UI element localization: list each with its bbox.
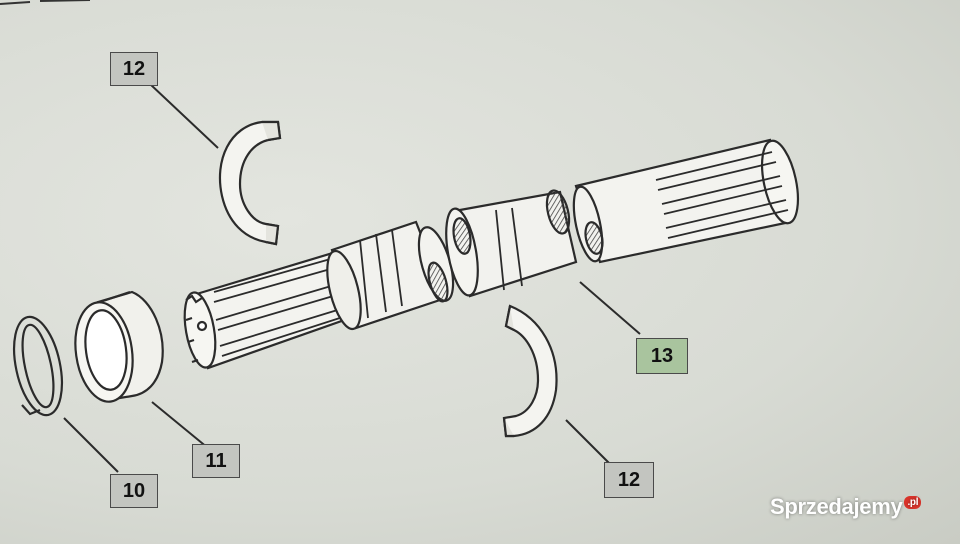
coupling-sleeve-part-13 [445, 189, 578, 298]
splined-shaft-right [572, 138, 800, 264]
half-ring-part-12-bottom [502, 304, 558, 438]
watermark-brand: Sprzedajemy [770, 494, 903, 519]
leader-line-11 [151, 401, 209, 449]
border-fragment [0, 0, 91, 5]
callout-12-top: 12 [110, 52, 158, 86]
callout-13: 13 [636, 338, 688, 374]
watermark-logo: Sprzedajemy.pl [770, 494, 922, 520]
leader-line-12-bottom [565, 419, 613, 467]
callout-10: 10 [110, 474, 158, 508]
bushing-part-11 [74, 290, 164, 403]
half-ring-part-12-top [218, 120, 282, 246]
callout-12-bottom: 12 [604, 462, 654, 498]
shaft-collar [326, 220, 455, 331]
leader-line-12-top [149, 83, 219, 149]
callout-11: 11 [192, 444, 240, 478]
splined-shaft-left [183, 250, 352, 370]
leader-line-10 [63, 417, 119, 473]
snap-ring-part-10 [13, 315, 63, 417]
watermark-suffix: .pl [904, 496, 922, 509]
leader-line-13 [579, 281, 641, 335]
